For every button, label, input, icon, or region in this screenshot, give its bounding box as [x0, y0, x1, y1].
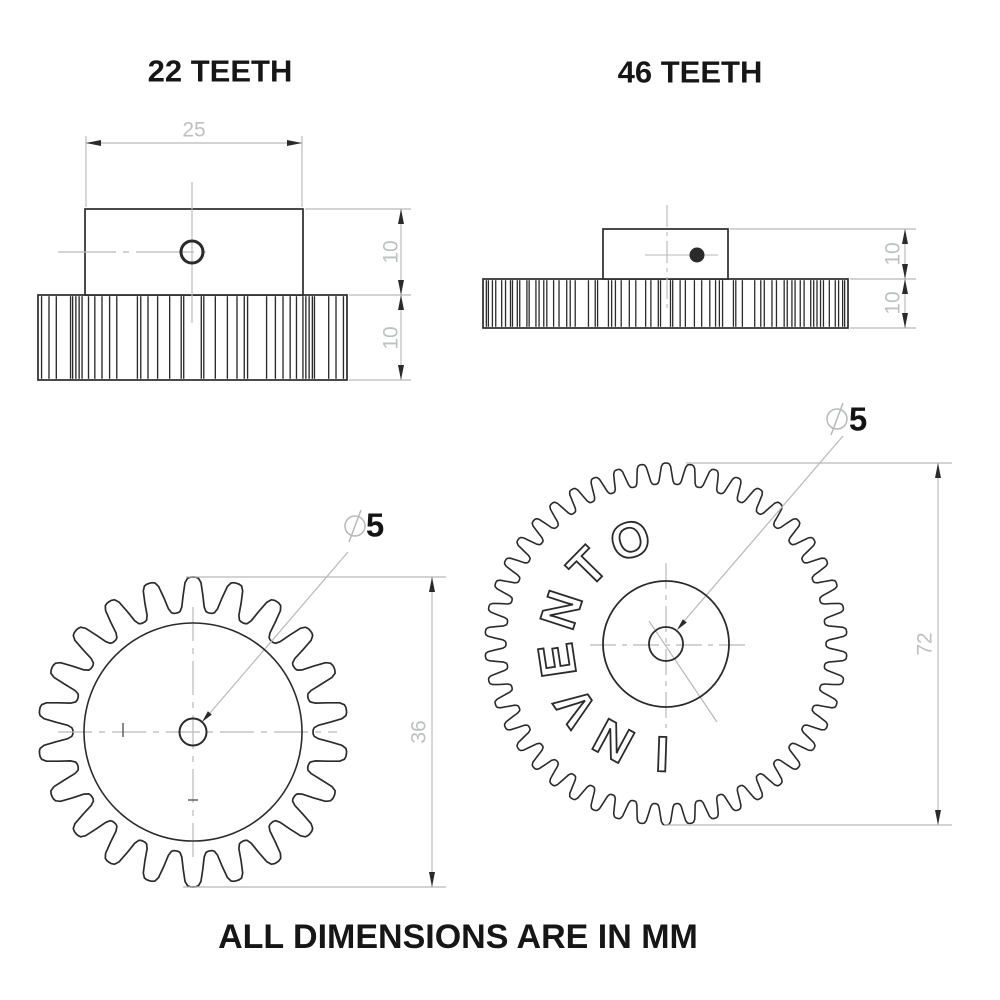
dim-gear-hub-thickness: 10 — [882, 242, 905, 265]
text-layer: 22 TEETH 46 TEETH ALL DIMENSIONS ARE IN … — [148, 54, 937, 957]
dimension-arrow — [902, 229, 908, 244]
gear-hole-diameter-value: 5 — [849, 401, 867, 438]
dim-pinion-hub-thickness: 10 — [380, 240, 403, 263]
gear-body-rect — [482, 278, 849, 329]
dimension-arrow — [429, 577, 435, 592]
dimension-arrow — [902, 264, 908, 279]
gear-hub-rect — [602, 228, 729, 280]
leader-arrow — [202, 711, 212, 722]
dim-gear-outer-diameter: 72 — [914, 632, 937, 655]
dimension-arrow — [398, 209, 404, 224]
dimension-arrow — [935, 810, 941, 825]
gear-diagonal-centerline — [648, 620, 718, 723]
pinion-diameter-symbol-icon-slash — [348, 509, 362, 543]
dimension-arrow — [429, 872, 435, 887]
pinion-center-hole — [178, 717, 208, 747]
leader-arrow — [677, 619, 687, 630]
dimension-line-layer — [58, 136, 952, 888]
brand-letter: I — [654, 726, 670, 782]
gear-diameter-symbol-icon — [826, 408, 848, 430]
units-note: ALL DIMENSIONS ARE IN MM — [218, 918, 698, 956]
dim-pinion-gear-thickness: 10 — [380, 326, 403, 349]
solid-geometry-layer — [37, 208, 849, 888]
dimension-arrow — [902, 313, 908, 328]
pinion-setscrew-hole — [179, 239, 205, 265]
dimension-arrow — [86, 140, 101, 146]
dim-pinion-hub-width: 25 — [182, 119, 205, 142]
pinion-hole-diameter-value: 5 — [366, 507, 384, 544]
dimension-arrow — [902, 279, 908, 294]
gear-center-hole — [648, 626, 684, 662]
gear-diameter-symbol-icon-slash — [830, 402, 844, 436]
dimension-arrow — [398, 280, 404, 295]
gear-setscrew-hole — [689, 247, 705, 263]
dimension-arrow — [287, 140, 302, 146]
pinion-hub-circle — [83, 622, 303, 842]
dimension-arrow — [398, 295, 404, 310]
dim-pinion-outer-diameter: 36 — [408, 720, 431, 743]
dim-gear-gear-thickness: 10 — [882, 291, 905, 314]
pinion-diameter-symbol-icon — [344, 515, 366, 537]
dimension-arrow — [935, 463, 941, 478]
pinion-hole-leader-line — [203, 551, 349, 721]
gear-title: 46 TEETH — [618, 55, 763, 90]
gear-hub-circle — [602, 580, 730, 708]
pinion-title: 22 TEETH — [148, 54, 293, 89]
dimension-arrow — [398, 365, 404, 380]
